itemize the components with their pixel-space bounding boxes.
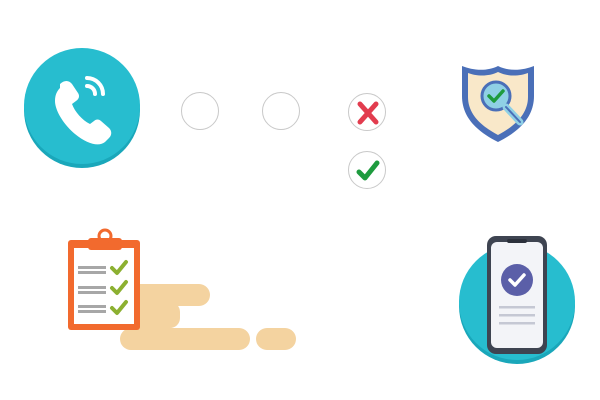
step-circle-1[interactable] [181,92,219,130]
phone-call-icon [22,48,142,168]
step-circle-2[interactable] [262,92,300,130]
x-mark-icon[interactable] [348,93,386,131]
check-mark-icon[interactable] [348,151,386,189]
mobile-verified-icon [455,230,580,370]
clipboard-checklist-icon [64,228,148,334]
shield-magnifier-check-icon [456,62,540,146]
